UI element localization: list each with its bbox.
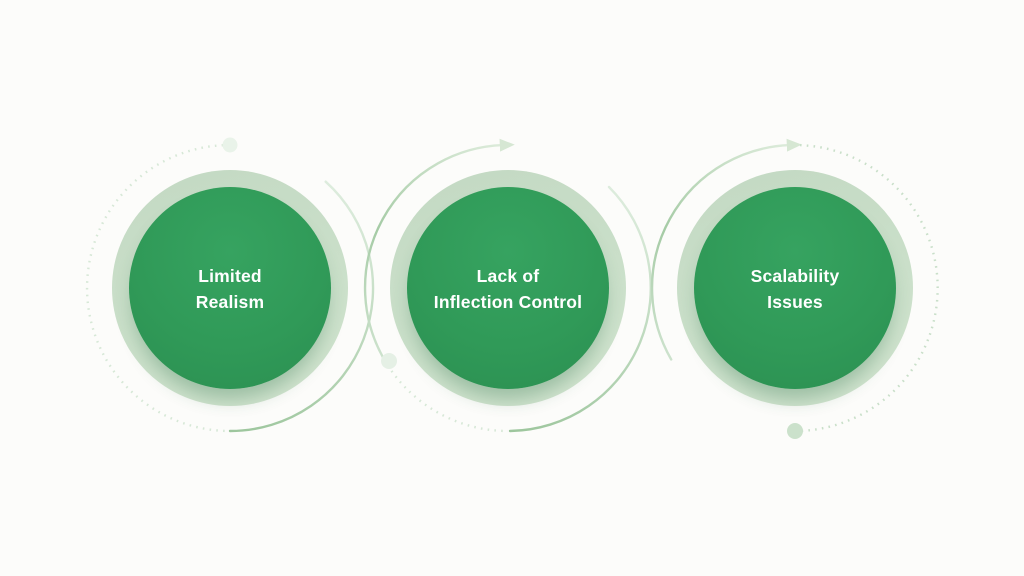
step-label-2: Lack of Inflection Control [433,266,583,312]
flow-arrow-arc-3 [650,138,802,361]
step-circle-core-2: Lack of Inflection Control [407,187,609,389]
orbit-start-dot-1 [222,137,238,153]
step-label-1: Limited Realism [195,266,265,312]
step-circle-limited-realism: Limited Realism [112,170,348,406]
step-circle-lack-of-inflection-control: Lack of Inflection Control [390,170,626,406]
orbit-start-dot-2 [381,353,397,369]
step-circle-core-3: Scalability Issues [694,187,896,389]
orbit-solid-arc-1 [228,180,375,433]
step-label-3: Scalability Issues [750,266,840,312]
orbit-solid-arc-2 [508,185,652,433]
step-circle-scalability-issues: Scalability Issues [677,170,913,406]
orbit-dotted-arc-2 [383,358,509,433]
orbit-dotted-arc-1 [85,143,231,433]
step-circle-core-1: Limited Realism [129,187,331,389]
flow-arrow-arc-2 [363,138,515,361]
orbit-end-dot-3 [787,423,803,439]
